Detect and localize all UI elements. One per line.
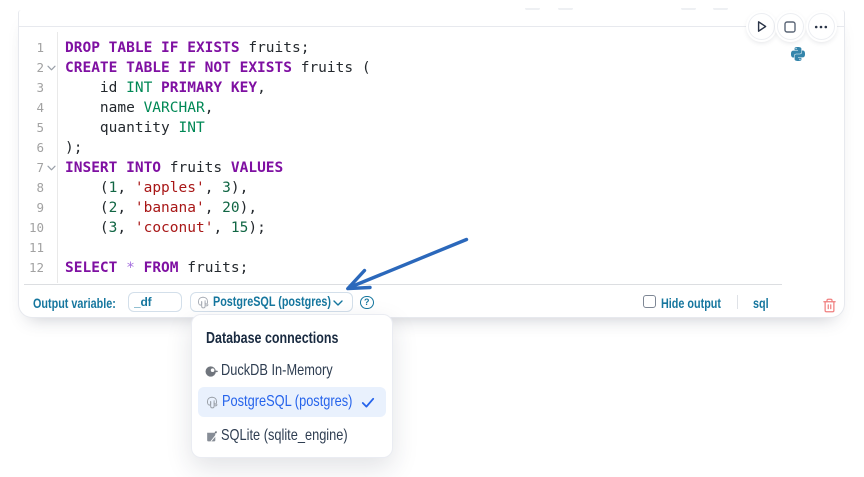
code-line[interactable]: 12 SELECT * FROM fruits; [19, 258, 830, 278]
line-number: 2 [36, 60, 44, 75]
cell-header-strip [19, 10, 844, 27]
connection-select[interactable]: PostgreSQL (postgres) [190, 292, 353, 312]
footer-divider [24, 284, 782, 285]
code-line-text: SELECT * FROM fruits; [65, 260, 249, 276]
chevron-down-icon [333, 300, 343, 306]
prev-cell-remnant [681, 8, 696, 11]
menu-item-sqlite[interactable]: SQLite (sqlite_engine) [198, 421, 386, 451]
code-line[interactable]: 2 CREATE TABLE IF NOT EXISTS fruits ( [19, 58, 830, 78]
stop-cell-button[interactable] [776, 13, 804, 40]
code-line-text: ); [65, 140, 83, 156]
code-line-text: quantity INT [65, 120, 205, 136]
code-line[interactable]: 6); [19, 138, 830, 158]
prev-cell-remnant [558, 8, 573, 11]
prev-cell-remnant [713, 8, 728, 11]
run-cell-button[interactable] [748, 13, 775, 40]
line-number: 5 [36, 120, 44, 135]
stop-icon [784, 20, 796, 33]
menu-item-label: SQLite (sqlite_engine) [221, 427, 348, 444]
line-number: 11 [28, 240, 44, 255]
postgresql-icon [205, 395, 219, 410]
hide-output-checkbox[interactable] [643, 295, 656, 308]
code-line-text: CREATE TABLE IF NOT EXISTS fruits ( [65, 60, 371, 76]
output-variable-label: Output variable: [33, 296, 116, 311]
code-line[interactable]: 3 id INT PRIMARY KEY, [19, 78, 830, 98]
fold-gutter [44, 65, 65, 71]
code-line-text: name VARCHAR, [65, 100, 214, 116]
line-number: 4 [36, 100, 44, 115]
code-line-text: INSERT INTO fruits VALUES [65, 160, 284, 176]
footer-separator [737, 295, 738, 309]
menu-item-postgresql[interactable]: PostgreSQL (postgres) [198, 387, 386, 417]
code-line-text: DROP TABLE IF EXISTS fruits; [65, 40, 310, 56]
postgresql-icon [197, 296, 209, 308]
menu-header: Database connections [206, 330, 339, 347]
checkmark-icon [361, 396, 375, 414]
code-line-text: (1, 'apples', 3), [65, 180, 249, 196]
code-line[interactable]: 10 (3, 'coconut', 15); [19, 218, 830, 238]
help-icon[interactable]: ? [360, 295, 374, 309]
code-line[interactable]: 5 quantity INT [19, 118, 830, 138]
ellipsis-icon [814, 25, 828, 28]
menu-item-label: DuckDB In-Memory [221, 362, 333, 379]
code-line[interactable]: 9 (2, 'banana', 20), [19, 198, 830, 218]
code-line-text: (3, 'coconut', 15); [65, 220, 266, 236]
code-line[interactable]: 11 [19, 238, 830, 258]
fold-gutter [44, 165, 65, 171]
block-language-label[interactable]: sql [753, 296, 769, 311]
line-number: 12 [28, 260, 44, 275]
line-number: 10 [28, 220, 44, 235]
fold-chevron-icon[interactable] [47, 65, 56, 71]
duckdb-icon [205, 365, 218, 378]
play-icon [757, 21, 767, 32]
sql-code-editor[interactable]: 1 DROP TABLE IF EXISTS fruits; 2 CREATE TAB… [19, 27, 844, 283]
line-number: 1 [36, 40, 44, 55]
line-number: 9 [36, 200, 44, 215]
code-line-text: id INT PRIMARY KEY, [65, 80, 266, 96]
prev-cell-remnant [525, 8, 540, 11]
help-icon-glyph: ? [364, 297, 370, 308]
code-line[interactable]: 7 INSERT INTO fruits VALUES [19, 158, 830, 178]
line-number: 6 [36, 140, 44, 155]
connection-select-label: PostgreSQL (postgres) [213, 294, 332, 309]
sql-cell-card: 1 DROP TABLE IF EXISTS fruits; 2 CREATE TAB… [18, 10, 845, 318]
code-line[interactable]: 8 (1, 'apples', 3), [19, 178, 830, 198]
code-line[interactable]: 4 name VARCHAR, [19, 98, 830, 118]
menu-item-label: PostgreSQL (postgres) [222, 393, 353, 410]
code-line-text: (2, 'banana', 20), [65, 200, 258, 216]
code-line[interactable]: 1 DROP TABLE IF EXISTS fruits; [19, 38, 830, 58]
line-number: 7 [36, 160, 44, 175]
fold-chevron-icon[interactable] [47, 165, 56, 171]
editor-gutter [19, 32, 58, 283]
line-number: 3 [36, 80, 44, 95]
line-number: 8 [36, 180, 44, 195]
python-icon [791, 47, 805, 61]
hide-output-label[interactable]: Hide output [661, 296, 721, 311]
sqlite-icon [205, 430, 218, 443]
cell-footer-toolbar: Output variable: PostgreSQL (postgres) ?… [19, 284, 844, 317]
menu-item-duckdb[interactable]: DuckDB In-Memory [198, 356, 386, 386]
trash-icon[interactable] [822, 298, 837, 313]
more-actions-button[interactable] [807, 13, 835, 40]
output-variable-input[interactable] [128, 292, 182, 312]
